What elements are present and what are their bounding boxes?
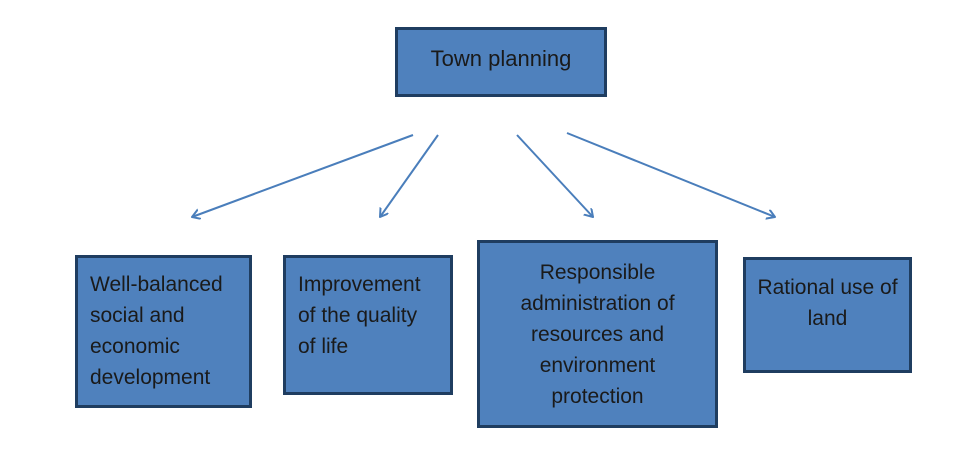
root-node-town-planning: Town planning	[395, 27, 607, 97]
arrow-to-quality-of-life	[380, 134, 439, 217]
arrow-to-rational-use-of-land	[566, 132, 775, 217]
arrow-to-well-balanced-development	[192, 134, 414, 217]
branch-node-label: Improvement of the quality of life	[298, 273, 421, 358]
branch-node-quality-of-life: Improvement of the quality of life	[283, 255, 453, 395]
branch-node-label: Well-balanced social and economic develo…	[90, 273, 223, 389]
arrow-to-responsible-administration	[516, 134, 593, 217]
branch-node-responsible-administration: Responsible administration of resources …	[477, 240, 718, 428]
root-node-label: Town planning	[430, 45, 572, 71]
branch-node-well-balanced-development: Well-balanced social and economic develo…	[75, 255, 252, 408]
branch-node-label: Rational use of land	[757, 276, 898, 330]
branch-node-label: Responsible administration of resources …	[520, 260, 675, 408]
branch-node-rational-use-of-land: Rational use of land	[743, 257, 912, 373]
